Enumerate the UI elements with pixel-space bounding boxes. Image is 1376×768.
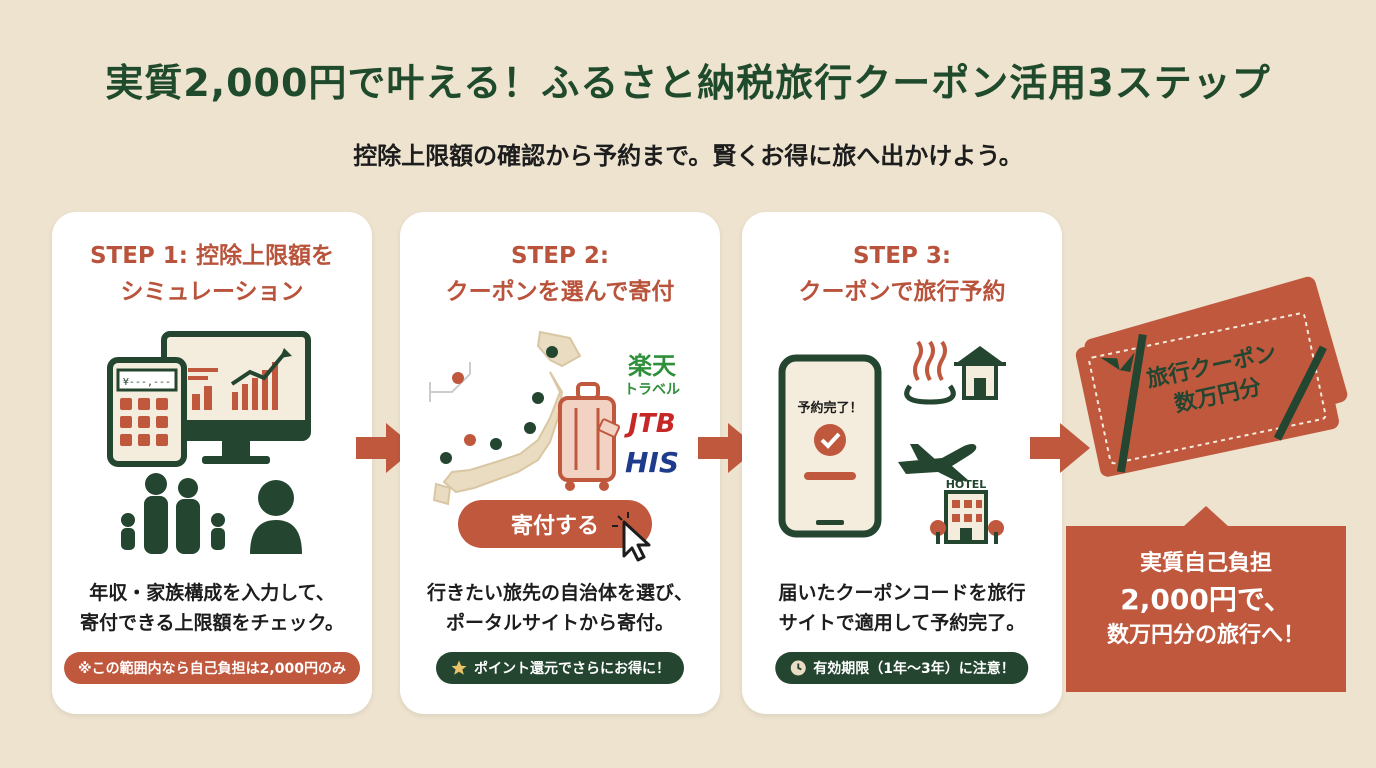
- hotel-sign: HOTEL: [946, 478, 987, 491]
- smartphone-icon: [778, 354, 882, 538]
- suitcase-icon: [558, 382, 621, 491]
- badge-line2: 2,000円で、: [1120, 583, 1292, 616]
- jtb-logo: JTB: [623, 409, 675, 439]
- step-2-title-line2: クーポンを選んで寄付: [445, 279, 675, 305]
- page-title: 実質2,000円で叶える！ふるさと納税旅行クーポン活用3ステップ: [105, 61, 1271, 105]
- step-2-body-line1: 行きたい旅先の自治体を選び、: [426, 582, 693, 604]
- result-badge-text: 実質自己負担 2,000円で、 数万円分の旅行へ！: [1066, 546, 1346, 654]
- onsen-icon: [904, 340, 956, 405]
- person-icon: [250, 480, 302, 554]
- calculator-display: ¥---,---: [123, 377, 171, 388]
- rakuten-logo: 楽天: [628, 352, 676, 380]
- rakuten-travel-logo: トラベル: [624, 382, 680, 398]
- step-2-body-line2: ポータルサイトから寄付。: [445, 612, 674, 634]
- step-3-body-line1: 届いたクーポンコードを旅行: [778, 582, 1026, 604]
- badge-line1: 実質自己負担: [1139, 551, 1272, 576]
- ryokan-icon: [954, 346, 1006, 400]
- step-3-title-line1: STEP 3:: [852, 243, 952, 269]
- step-3-title: STEP 3: クーポンで旅行予約: [742, 238, 1062, 310]
- japan-map-icon: [429, 330, 582, 506]
- arrow-right-icon: [1030, 423, 1090, 473]
- step-1-body-line2: 寄付できる上限額をチェック。: [79, 612, 345, 634]
- result-badge: [1066, 506, 1346, 692]
- step-3-body: 届いたクーポンコードを旅行 サイトで適用して予約完了。: [742, 578, 1062, 638]
- step-1-card: STEP 1: 控除上限額を シミュレーション: [52, 212, 372, 714]
- step-1-title: STEP 1: 控除上限額を シミュレーション: [52, 238, 372, 310]
- clock-icon: [790, 660, 806, 676]
- calculator-icon: [107, 357, 187, 467]
- step-3-card: STEP 3: クーポンで旅行予約 予約完了！: [742, 212, 1062, 714]
- coupon-front: [1075, 299, 1339, 477]
- step-2-body: 行きたい旅先の自治体を選び、 ポータルサイトから寄付。: [400, 578, 720, 638]
- step-1-note-pill: ※この範囲内なら自己負担は2,000円のみ: [64, 652, 360, 684]
- badge-line3: 数万円分の旅行へ！: [1106, 623, 1305, 648]
- step-3-note: 有効期限（1年〜3年）に注意！: [813, 661, 1015, 677]
- step-2-title: STEP 2: クーポンを選んで寄付: [400, 238, 720, 310]
- step-1-body-line1: 年収・家族構成を入力して、: [89, 582, 335, 604]
- step-2-note-pill: ポイント還元でさらにお得に！: [436, 652, 684, 684]
- step-1-illustration: ¥---,---: [107, 331, 311, 554]
- cursor-icon: [612, 512, 651, 562]
- step-1-title-line1: STEP 1: 控除上限額を: [89, 243, 335, 269]
- step-1-note: ※この範囲内なら自己負担は2,000円のみ: [78, 661, 346, 677]
- hotel-icon: [930, 490, 1004, 544]
- his-logo: HIS: [625, 446, 679, 479]
- family-icon: [121, 473, 225, 554]
- page-subtitle: 控除上限額の確認から予約まで。賢くお得に旅へ出かけよう。: [353, 142, 1023, 170]
- step-2-title-line1: STEP 2:: [510, 243, 610, 269]
- phone-confirm-text: 予約完了！: [797, 400, 862, 416]
- coupon-ticket-icon: [1075, 276, 1348, 477]
- monitor-icon: [161, 331, 311, 464]
- map-pin-icons: [440, 346, 558, 464]
- step-1-body: 年収・家族構成を入力して、 寄付できる上限額をチェック。: [52, 578, 372, 638]
- airplane-icon: [898, 444, 977, 482]
- donate-button-label: 寄付する: [510, 514, 599, 539]
- step-3-illustration: 予約完了！: [778, 340, 1006, 544]
- step-3-note-pill: 有効期限（1年〜3年）に注意！: [775, 652, 1029, 684]
- step-1-title-line2: シミュレーション: [120, 279, 304, 305]
- step-2-card: STEP 2: クーポンを選んで寄付: [400, 212, 720, 714]
- star-icon: [451, 660, 467, 675]
- step-2-note: ポイント還元でさらにお得に！: [474, 661, 670, 677]
- step-3-body-line2: サイトで適用して予約完了。: [778, 612, 1026, 634]
- step-2-illustration: 楽天 トラベル JTB HIS: [429, 330, 680, 506]
- step-3-title-line2: クーポンで旅行予約: [798, 279, 1006, 305]
- donate-button[interactable]: 寄付する: [458, 500, 652, 548]
